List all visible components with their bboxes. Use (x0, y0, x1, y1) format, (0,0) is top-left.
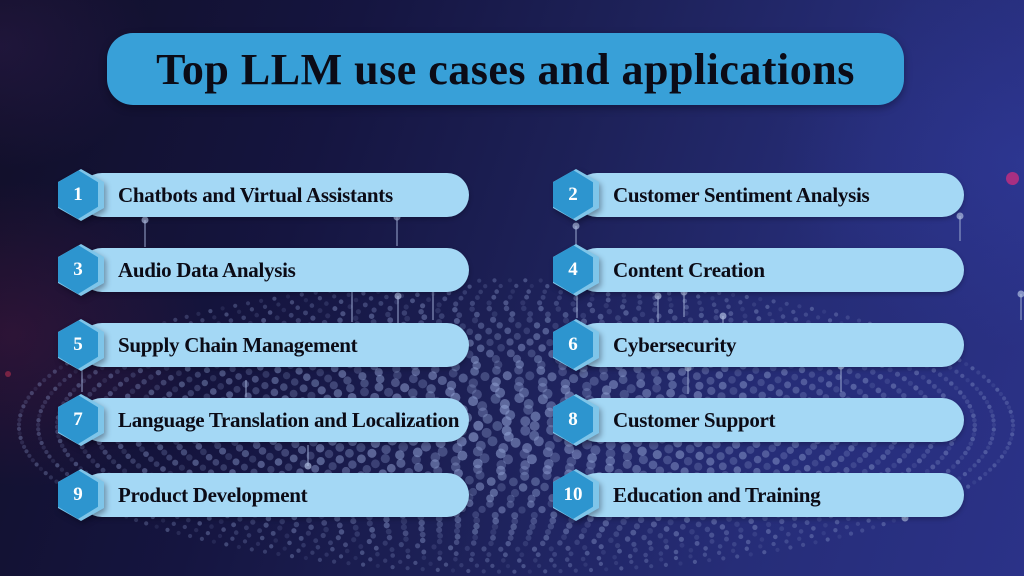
use-case-number: 6 (568, 333, 578, 355)
use-case-number: 3 (73, 258, 83, 280)
hexagon-face: 9 (58, 470, 98, 519)
use-case-bar: Cybersecurity (575, 323, 964, 367)
use-case-bar: Customer Sentiment Analysis (575, 173, 964, 217)
use-case-number: 10 (563, 483, 583, 505)
number-hexagon-badge: 1 (58, 169, 104, 221)
hexagon-face: 7 (58, 395, 98, 444)
number-hexagon-badge: 9 (58, 469, 104, 521)
use-case-bar: Language Translation and Localization (80, 398, 469, 442)
use-case-number: 5 (73, 333, 83, 355)
use-case-number: 2 (568, 183, 578, 205)
use-case-bar: Content Creation (575, 248, 964, 292)
hexagon-face: 10 (553, 470, 593, 519)
number-hexagon-badge: 2 (553, 169, 599, 221)
use-case-label: Content Creation (613, 257, 765, 282)
use-case-item: Audio Data Analysis 3 (58, 244, 470, 296)
number-hexagon-badge: 7 (58, 394, 104, 446)
title-banner: Top LLM use cases and applications (107, 33, 904, 105)
hexagon-bevel: 1 (58, 169, 104, 221)
hexagon-face: 6 (553, 320, 593, 369)
use-case-label: Product Development (118, 482, 308, 507)
use-case-label: Audio Data Analysis (118, 257, 296, 282)
use-case-bar: Product Development (80, 473, 469, 517)
use-case-number: 8 (568, 408, 578, 430)
use-case-label: Language Translation and Localization (118, 407, 460, 432)
number-hexagon-badge: 3 (58, 244, 104, 296)
hexagon-bevel: 10 (553, 469, 599, 521)
number-hexagon-badge: 5 (58, 319, 104, 371)
hexagon-face: 2 (553, 170, 593, 219)
hexagon-face: 8 (553, 395, 593, 444)
use-case-item: Education and Training 10 (553, 469, 965, 521)
number-hexagon-badge: 8 (553, 394, 599, 446)
hexagon-bevel: 7 (58, 394, 104, 446)
number-hexagon-badge: 4 (553, 244, 599, 296)
use-case-item: Customer Sentiment Analysis 2 (553, 169, 965, 221)
number-hexagon-badge: 6 (553, 319, 599, 371)
use-case-label: Education and Training (613, 482, 821, 507)
hexagon-bevel: 2 (553, 169, 599, 221)
use-case-label: Customer Sentiment Analysis (613, 182, 870, 207)
use-case-item: Product Development 9 (58, 469, 470, 521)
use-case-number: 9 (73, 483, 83, 505)
hexagon-bevel: 6 (553, 319, 599, 371)
use-case-number: 4 (568, 258, 578, 280)
use-case-item: Cybersecurity 6 (553, 319, 965, 371)
use-case-number: 7 (73, 408, 83, 430)
hexagon-bevel: 5 (58, 319, 104, 371)
page-title: Top LLM use cases and applications (156, 44, 855, 94)
hexagon-bevel: 9 (58, 469, 104, 521)
use-case-item: Language Translation and Localization 7 (58, 394, 470, 446)
use-case-bar: Customer Support (575, 398, 964, 442)
use-case-label: Customer Support (613, 407, 776, 432)
hexagon-bevel: 3 (58, 244, 104, 296)
hexagon-bevel: 8 (553, 394, 599, 446)
hexagon-face: 5 (58, 320, 98, 369)
hexagon-face: 1 (58, 170, 98, 219)
hexagon-bevel: 4 (553, 244, 599, 296)
use-case-bar: Chatbots and Virtual Assistants (80, 173, 469, 217)
use-case-item: Customer Support 8 (553, 394, 965, 446)
use-case-item: Content Creation 4 (553, 244, 965, 296)
use-case-label: Cybersecurity (613, 332, 737, 357)
use-case-item: Chatbots and Virtual Assistants 1 (58, 169, 470, 221)
use-case-bar: Audio Data Analysis (80, 248, 469, 292)
magenta-accent-dot (1006, 172, 1019, 185)
hexagon-face: 4 (553, 245, 593, 294)
use-case-number: 1 (73, 183, 83, 205)
use-case-bar: Supply Chain Management (80, 323, 469, 367)
hexagon-face: 3 (58, 245, 98, 294)
use-case-item: Supply Chain Management 5 (58, 319, 470, 371)
use-case-bar: Education and Training (575, 473, 964, 517)
number-hexagon-badge: 10 (553, 469, 599, 521)
use-case-label: Supply Chain Management (118, 332, 358, 357)
use-case-label: Chatbots and Virtual Assistants (118, 182, 393, 207)
